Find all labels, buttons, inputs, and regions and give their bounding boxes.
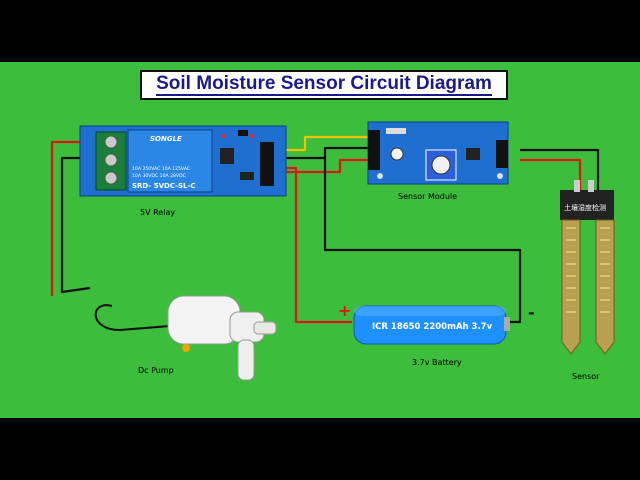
wire-module-red bbox=[272, 158, 368, 174]
label-sensor: Sensor bbox=[572, 372, 600, 381]
wires bbox=[50, 135, 600, 324]
battery: ICR 18650 2200mAh 3.7v + - bbox=[338, 301, 535, 345]
label-relay: 5V Relay bbox=[140, 208, 176, 217]
battery-label: ICR 18650 2200mAh 3.7v bbox=[372, 322, 493, 332]
label-pump: Dc Pump bbox=[138, 366, 174, 375]
label-sensor-module: Sensor Module bbox=[398, 192, 458, 201]
probe-label: 土壤湿度检测 bbox=[564, 203, 606, 212]
relay-rating-1: 10A 250VAC 10A 125VAC bbox=[132, 166, 190, 172]
title-text: Soil Moisture Sensor Circuit Diagram bbox=[156, 73, 492, 96]
soil-probe: 土壤湿度检测 bbox=[560, 180, 615, 355]
battery-plus: + bbox=[338, 301, 351, 320]
relay-brand: SONGLE bbox=[150, 135, 182, 143]
relay-rating-2: 10A 30VDC 10A 28VDC bbox=[132, 173, 186, 179]
wire-relay-pump-black bbox=[60, 156, 96, 294]
relay-cube bbox=[127, 129, 213, 193]
wire-probe-black bbox=[520, 148, 600, 190]
dc-pump bbox=[94, 295, 277, 381]
wire-battery-negative bbox=[323, 158, 522, 324]
wire-module-black bbox=[272, 146, 368, 160]
wire-signal-yellow bbox=[272, 135, 368, 152]
relay-model: SRD- 5VDC-SL-C bbox=[132, 182, 196, 190]
sensor-module bbox=[367, 121, 509, 185]
battery-minus: - bbox=[528, 303, 535, 322]
diagram-background bbox=[0, 62, 640, 418]
diagram-title: Soil Moisture Sensor Circuit Diagram bbox=[140, 70, 508, 100]
relay-module: SONGLE 10A 250VAC 10A 125VAC 10A 30VDC 1… bbox=[79, 125, 287, 197]
label-battery: 3.7v Battery bbox=[412, 358, 462, 367]
wire-probe-red bbox=[520, 158, 582, 190]
